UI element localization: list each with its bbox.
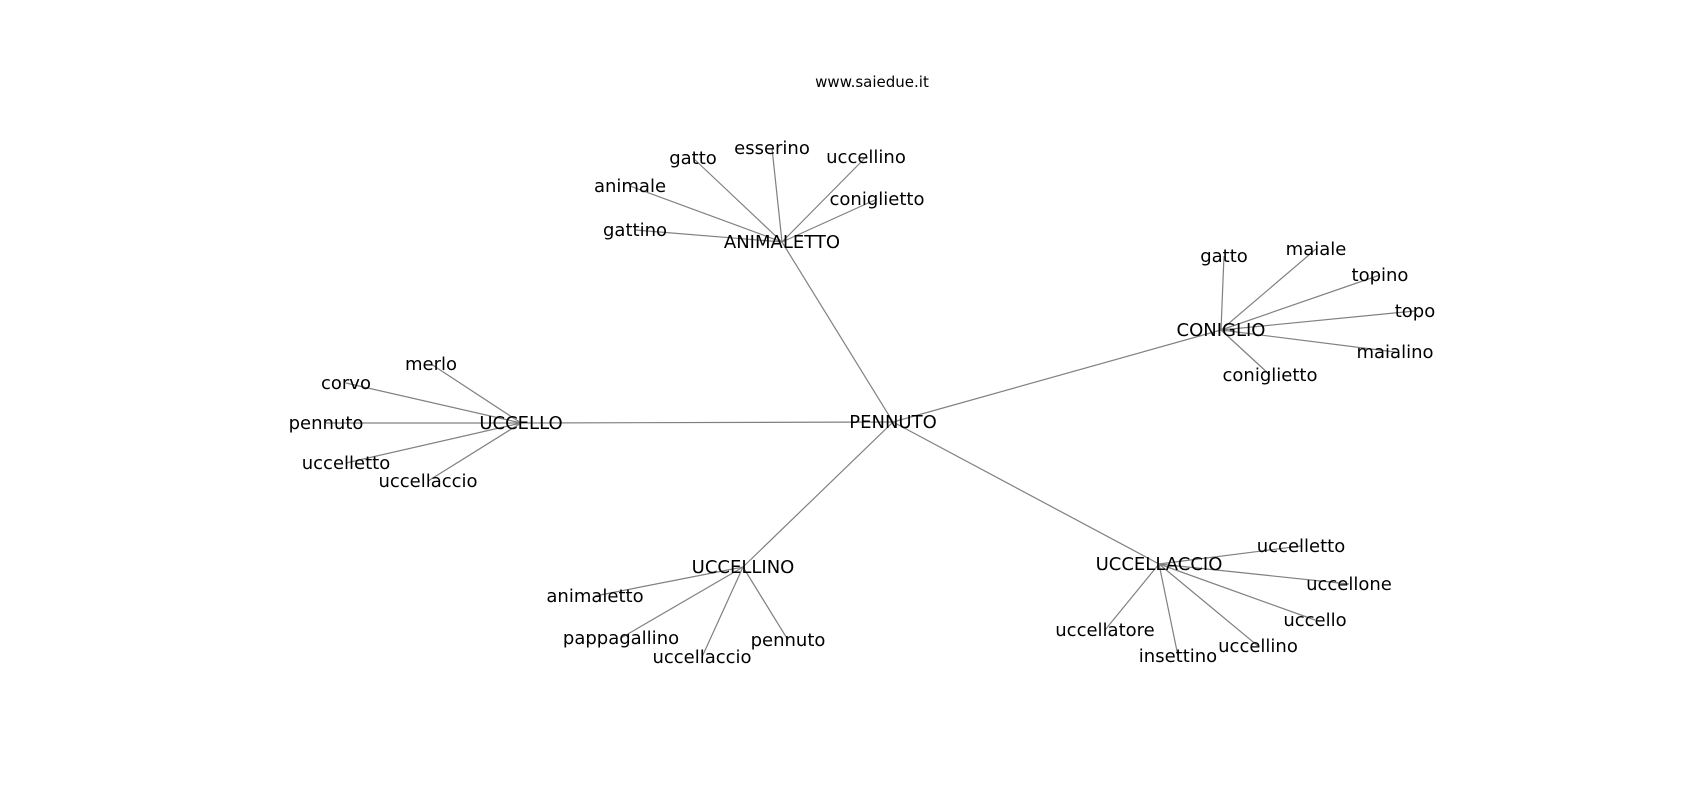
hub-node-label: CONIGLIO [1177, 320, 1266, 341]
edge-hub-to-leaf [701, 566, 744, 658]
edge-hub-to-leaf [771, 147, 783, 243]
leaf-node-label: merlo [405, 354, 457, 375]
edge-hub-to-leaf [742, 566, 789, 641]
edge-hub-to-leaf [634, 229, 783, 243]
leaf-node-label: pappagallino [563, 628, 679, 649]
edge-hub-to-leaf [1220, 329, 1271, 376]
leaf-node-label: uccello [1283, 610, 1346, 631]
leaf-node-label: uccelletto [302, 453, 390, 474]
edge-hub-to-leaf [1220, 329, 1396, 353]
edge-center-to-hub [520, 421, 894, 424]
leaf-node-label: uccellone [1306, 574, 1392, 595]
leaf-node-label: gatto [1200, 246, 1248, 267]
leaf-node-label: animale [594, 176, 666, 197]
leaf-node-label: topino [1352, 265, 1409, 286]
edge-hub-to-leaf [781, 198, 878, 243]
edge-hub-to-leaf [1220, 310, 1416, 331]
leaf-node-label: pennuto [751, 630, 826, 651]
edge-hub-to-leaf [781, 156, 867, 243]
center-node-label: PENNUTO [849, 412, 937, 433]
leaf-node-label: animaletto [546, 586, 643, 607]
edge-hub-to-leaf [1104, 563, 1160, 631]
hub-node-label: UCCELLINO [692, 557, 795, 578]
leaf-node-label: uccellino [826, 147, 906, 168]
leaf-node-label: uccellatore [1055, 620, 1154, 641]
leaf-node-label: corvo [321, 373, 371, 394]
edges-layer [326, 147, 1416, 658]
edge-hub-to-leaf [1220, 255, 1225, 331]
edge-center-to-hub [781, 241, 894, 423]
leaf-node-label: maialino [1356, 342, 1433, 363]
leaf-node-label: pennuto [289, 413, 364, 434]
leaf-node-label: gatto [669, 148, 717, 169]
leaf-node-label: uccellaccio [652, 647, 751, 668]
hub-node-label: UCCELLACCIO [1096, 554, 1223, 575]
leaf-node-label: uccellaccio [378, 471, 477, 492]
edge-hub-to-leaf [1158, 563, 1259, 647]
edge-hub-to-leaf [345, 382, 522, 424]
edge-hub-to-leaf [1158, 563, 1350, 585]
leaf-node-label: maiale [1286, 239, 1347, 260]
edge-hub-to-leaf [427, 422, 522, 482]
leaf-node-label: coniglietto [830, 189, 925, 210]
edge-hub-to-leaf [1220, 274, 1381, 331]
edge-hub-to-leaf [1158, 545, 1302, 565]
leaf-node-label: gattino [603, 220, 667, 241]
edge-hub-to-leaf [430, 363, 522, 424]
hub-node-label: ANIMALETTO [724, 232, 840, 253]
watermark: www.saiedue.it [815, 73, 929, 91]
leaf-node-label: esserino [734, 138, 810, 159]
leaf-node-label: topo [1395, 301, 1436, 322]
labels-layer: www.saiedue.it PENNUTO ANIMALETTO gatto ess… [289, 73, 1436, 668]
leaf-node-label: uccellino [1218, 636, 1298, 657]
edge-hub-to-leaf [629, 185, 783, 243]
edge-center-to-hub [892, 329, 1222, 423]
edge-center-to-hub [892, 421, 1160, 565]
edge-hub-to-leaf [345, 422, 522, 464]
edge-center-to-hub [742, 421, 894, 568]
edge-hub-to-leaf [1158, 563, 1316, 621]
edge-hub-to-leaf [620, 566, 744, 639]
edge-hub-to-leaf [1158, 563, 1179, 657]
edge-hub-to-leaf [1220, 248, 1317, 331]
leaf-node-label: coniglietto [1223, 365, 1318, 386]
hub-node-label: UCCELLO [479, 413, 562, 434]
leaf-node-label: uccelletto [1257, 536, 1345, 557]
edge-hub-to-leaf [692, 157, 783, 243]
leaf-node-label: insettino [1139, 646, 1217, 667]
edge-hub-to-leaf [594, 566, 744, 597]
